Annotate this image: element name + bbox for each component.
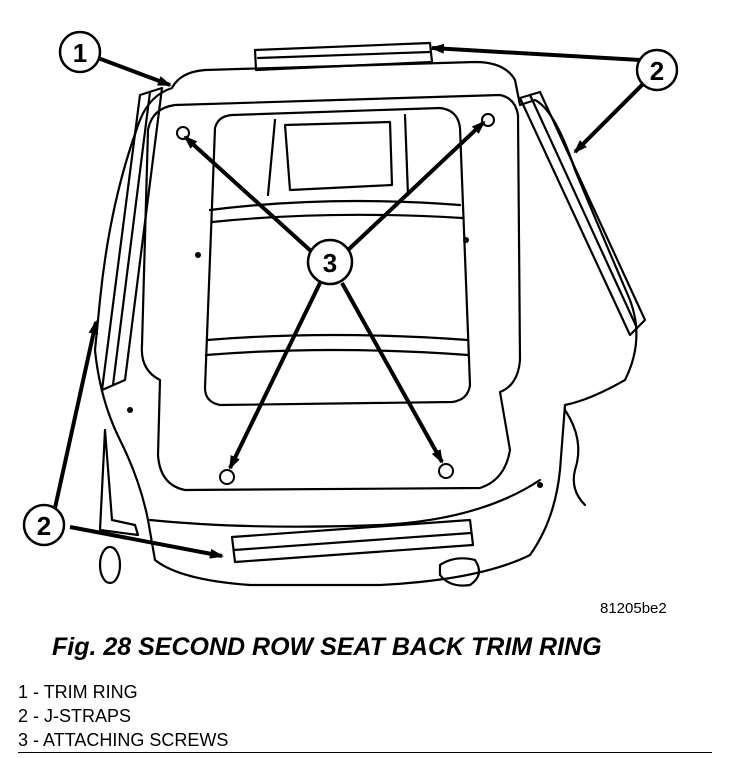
trim-ring-inner-outline xyxy=(140,93,522,492)
figure-id: 81205be2 xyxy=(600,600,667,617)
leader-2-right xyxy=(573,80,647,154)
bottom-divider xyxy=(18,752,712,753)
legend-number: 2 xyxy=(18,706,29,726)
j-strap-top xyxy=(253,41,434,72)
frame-crossbar-upper xyxy=(208,199,462,212)
frame-upright-left xyxy=(266,118,277,197)
screw-hole-bottom-right xyxy=(438,463,454,479)
leader-2-bottom xyxy=(69,525,224,559)
legend-item: 3 - ATTACHING SCREWS xyxy=(18,730,229,750)
callout-1: 1 xyxy=(73,38,87,68)
legend-number: 3 xyxy=(18,730,29,750)
lower-panel xyxy=(148,478,542,528)
callout-2-bottom-left: 2 xyxy=(37,511,51,541)
leader-3-bottom-left xyxy=(228,282,322,470)
callout-2-top-right: 2 xyxy=(650,56,664,86)
frame-upright-right xyxy=(403,113,410,197)
leader-3-bottom-right xyxy=(340,282,444,464)
legend-number: 1 xyxy=(18,682,29,702)
frame-crossbar-lower2 xyxy=(204,348,470,357)
frame-box xyxy=(283,120,394,192)
callout-3: 3 xyxy=(323,248,337,278)
legend: 1 - TRIM RING 2 - J-STRAPS 3 - ATTACHING… xyxy=(18,680,228,752)
leader-1 xyxy=(97,56,172,87)
hook-right xyxy=(563,408,587,507)
latch-left xyxy=(98,428,140,537)
frame-crossbar-upper2 xyxy=(210,213,464,224)
j-strap-right xyxy=(518,90,647,337)
latch-loop-left xyxy=(98,545,122,585)
screw-hole-bottom-left xyxy=(219,469,235,485)
legend-label: TRIM RING xyxy=(43,682,138,702)
leader-3-top-right xyxy=(346,120,486,252)
j-strap-bottom xyxy=(230,518,475,564)
leader-2-top xyxy=(430,43,641,62)
leader-3-top-left xyxy=(183,135,314,254)
frame-crossbar-lower xyxy=(205,333,470,342)
bottom-handle xyxy=(438,557,481,587)
seat-back-illustration: 1 2 2 3 xyxy=(22,30,679,587)
legend-label: ATTACHING SCREWS xyxy=(43,730,229,750)
figure-caption: Fig. 28 SECOND ROW SEAT BACK TRIM RING xyxy=(52,633,602,661)
seat-opening xyxy=(203,106,472,407)
j-strap-left xyxy=(100,86,164,392)
leader-2-left xyxy=(53,320,99,509)
legend-item: 2 - J-STRAPS xyxy=(18,706,132,726)
legend-item: 1 - TRIM RING xyxy=(18,682,138,702)
legend-label: J-STRAPS xyxy=(44,706,132,726)
